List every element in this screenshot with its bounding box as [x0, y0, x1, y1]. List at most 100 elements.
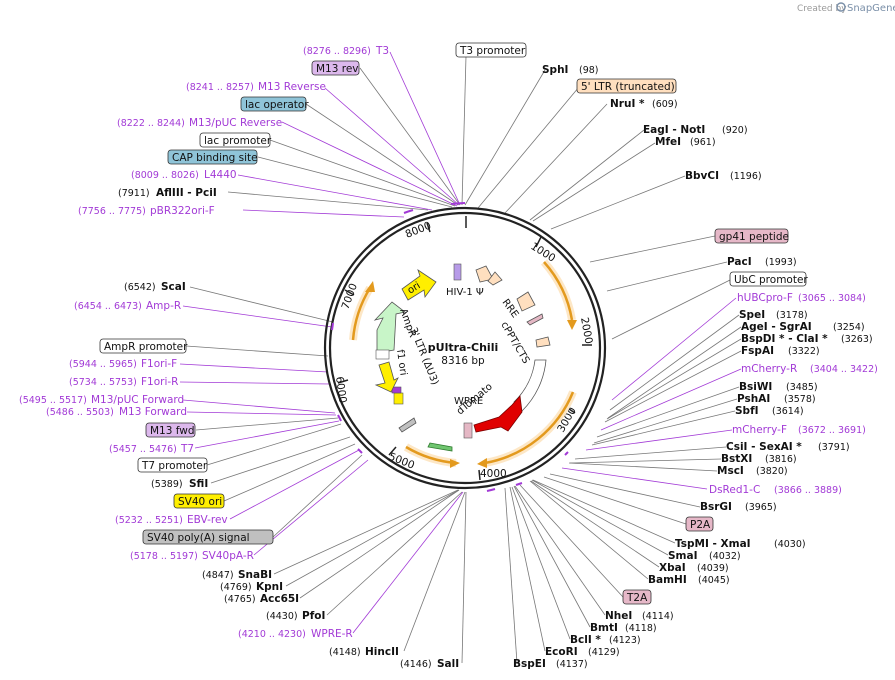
f1-ori-arrow [374, 361, 399, 393]
m13-reverse-label: M13 Reverse [258, 81, 326, 93]
nhei-pos: (4114) [642, 611, 674, 622]
mcherry-r-pos: (3404 .. 3422) [810, 364, 878, 375]
bsrgi-pos: (3965) [745, 502, 777, 513]
mcherry-f-label: mCherry-F [732, 424, 787, 436]
bcli-pos: (4123) [609, 635, 641, 646]
amp-r-label: Amp-R [146, 300, 181, 312]
csii-sexai-label: CsiI - SexAI * [726, 441, 802, 453]
gp41-peptide-box [714, 228, 789, 244]
ori-arrow [401, 269, 437, 301]
fspai-pos: (3322) [788, 346, 820, 357]
paci-pos: (1993) [765, 257, 797, 268]
ampr-promoter-label: AmpR promoter [104, 341, 188, 353]
t3-primer-label: T3 [375, 45, 389, 57]
xbai-pos: (4039) [697, 563, 729, 574]
l4440-label: L4440 [204, 169, 237, 181]
hubcpro-f-label: hUBCpro-F [737, 292, 793, 304]
f1ori-r-pos: (5734 .. 5753) [69, 377, 137, 388]
hubcpro-f-pos: (3065 .. 3084) [798, 293, 866, 304]
agei-sgrai-pos: (3254) [833, 322, 865, 333]
bspdi-clai-label: BspDI * - ClaI * [741, 333, 828, 345]
acc65i-pos: (4765) [224, 594, 256, 605]
mcherry-f-pos: (3672 .. 3691) [798, 425, 866, 436]
pfoi-label: PfoI [302, 610, 325, 622]
ltr-block-2 [487, 271, 503, 286]
hiv-psi-block [453, 263, 462, 281]
hincii-label: HincII [365, 646, 399, 658]
bsrgi-label: BsrGI [700, 501, 732, 513]
credit-prefix: Created by [797, 4, 847, 14]
tick-label: 2000 [578, 316, 594, 344]
dsred1-c-pos: (3866 .. 3889) [774, 485, 842, 496]
lac-promoter-box [199, 132, 271, 148]
tspmi-xmai-pos: (4030) [774, 539, 806, 550]
nhei-label: NheI [605, 610, 632, 622]
mfei-pos: (961) [690, 137, 716, 148]
ampr-label: AmpR [397, 307, 418, 339]
m13puc-reverse-label: M13/pUC Reverse [189, 117, 282, 129]
paci-label: PacI [727, 256, 752, 268]
f1ori-r-label: F1ori-R [141, 376, 178, 388]
cap-binding-site-box [167, 149, 258, 165]
m13puc-forward-label: M13/pUC Forward [91, 394, 184, 406]
lac-operator-box [240, 96, 307, 112]
p2a-block [463, 422, 473, 439]
bspei-pos: (4137) [556, 659, 588, 670]
m13puc-reverse-pos: (8222 .. 8244) [117, 118, 185, 129]
ubc-promoter-label: UbC promoter [734, 274, 808, 286]
right-labels: T3 promoter SphI (98) 5' LTR (truncated)… [455, 42, 878, 670]
bstxi-label: BstXI [721, 453, 752, 465]
backbone-outer-ring [323, 206, 607, 490]
leader-lines-right [461, 55, 742, 664]
afliii-pos: (7911) [118, 188, 150, 199]
bamhi-pos: (4045) [698, 575, 730, 586]
tspmi-xmai-label: TspMI - XmaI [675, 538, 751, 550]
tick-label: 8000 [404, 220, 433, 241]
ebv-rev-label: EBV-rev [187, 514, 228, 526]
t7-promoter-label: T7 promoter [141, 460, 208, 472]
backbone-inner-ring [328, 211, 602, 485]
sfii-pos: (5389) [151, 479, 183, 490]
t3-promoter-label: T3 promoter [459, 45, 526, 57]
eagi-noti-label: EagI - NotI [643, 124, 705, 136]
primer-marks [331, 202, 569, 492]
backbone [323, 206, 607, 490]
bstxi-pos: (3816) [765, 454, 797, 465]
pshai-pos: (3578) [784, 394, 816, 405]
bsiwi-pos: (3485) [786, 382, 818, 393]
sv40-ori-block [393, 392, 404, 405]
amp-r-pos: (6454 .. 6473) [74, 301, 142, 312]
csii-sexai-pos: (3791) [818, 442, 850, 453]
t3-pos: (8276 .. 8296) [303, 46, 371, 57]
lac-promoter-label: lac promoter [204, 135, 272, 147]
lac-operator-label: lac operator [245, 99, 309, 111]
agei-sgrai-label: AgeI - SgrAI [741, 321, 812, 333]
scai-pos: (6542) [124, 282, 156, 293]
sv40-polya-box [142, 529, 274, 545]
f1ori-label: f1 ori [394, 349, 409, 376]
bbvci-label: BbvCI [685, 170, 719, 182]
rre-block [516, 291, 536, 312]
sv40-ori-label: SV40 ori [178, 496, 222, 508]
t7-promoter-box [137, 457, 208, 473]
credit: Created by SnapGene [797, 2, 895, 14]
ampr-promoter-box [99, 338, 187, 354]
sv40pa-r-pos: (5178 .. 5197) [130, 551, 198, 562]
bsiwi-label: BsiWI [739, 381, 772, 393]
mfei-label: MfeI [655, 136, 681, 148]
kpni-label: KpnI [256, 581, 283, 593]
pfoi-pos: (4430) [266, 611, 298, 622]
bspei-label: BspEI [513, 658, 546, 670]
bmti-label: BmtI [590, 622, 618, 634]
spei-label: SpeI [739, 309, 765, 321]
ampr-promoter-block [375, 349, 390, 360]
pbr322ori-pos: (7756 .. 7775) [78, 206, 146, 217]
m13puc-forward-pos: (5495 .. 5517) [19, 395, 87, 406]
green-block [427, 442, 453, 452]
bspdi-clai-pos: (3263) [841, 334, 873, 345]
wpre-r-label: WPRE-R [311, 628, 353, 640]
dsred1-c-label: DsRed1-C [709, 484, 760, 496]
acc65i-label: Acc65I [260, 593, 299, 605]
nrui-pos: (609) [652, 99, 678, 110]
